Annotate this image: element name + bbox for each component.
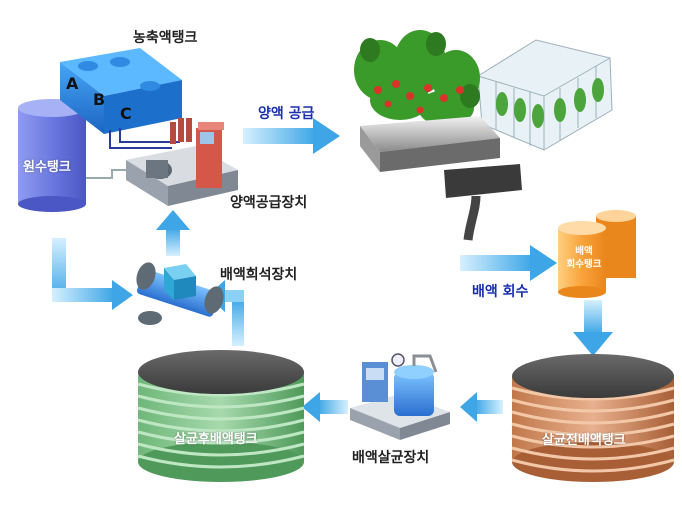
arrow-supply (243, 118, 340, 154)
post-sterilization-tank-label: 살균후배액탱크 (174, 432, 258, 447)
raw-water-pipe (86, 169, 130, 179)
greenhouse-illustration (477, 39, 613, 151)
arrow-dilution-up (156, 210, 190, 256)
tank-b-label: B (93, 90, 106, 109)
pre-sterilization-tank-label: 살균전배액탱크 (542, 433, 626, 448)
concentrate-tank-label: 농축액탱크 (133, 30, 198, 46)
drain-dilution-device-label: 배액희석장치 (220, 267, 298, 283)
arrow-raw-to-dilution (52, 238, 133, 310)
tank-a-label: A (66, 74, 79, 93)
nutrient-supply-device (126, 118, 238, 206)
arrow-to-sterilizer (460, 392, 503, 422)
arrow-recovery (460, 245, 557, 281)
arrow-to-post-tank (302, 392, 348, 422)
hydroponic-plant-bed (354, 30, 522, 241)
drain-recovery-tank-label-2: 회수탱크 (566, 259, 602, 270)
concentrate-tank-group (60, 48, 182, 149)
nutrient-supply-device-label: 양액공급장치 (230, 195, 308, 211)
drain-sterilization-device-label: 배액살균장치 (352, 450, 430, 466)
arrow-down-recovery-tank (573, 300, 613, 356)
pre-sterilization-tank (511, 354, 675, 482)
post-sterilization-tank (137, 350, 305, 482)
nutrient-supply-label: 양액 공급 (258, 106, 315, 122)
drain-recovery-label: 배액 회수 (472, 284, 529, 300)
drain-dilution-device (136, 262, 224, 325)
drain-recovery-tank (558, 210, 636, 298)
drain-recovery-tank-label-1: 배액 (575, 246, 593, 257)
drain-sterilization-device (350, 353, 450, 440)
tank-c-label: C (120, 104, 132, 123)
raw-water-tank-label: 원수탱크 (23, 160, 71, 175)
